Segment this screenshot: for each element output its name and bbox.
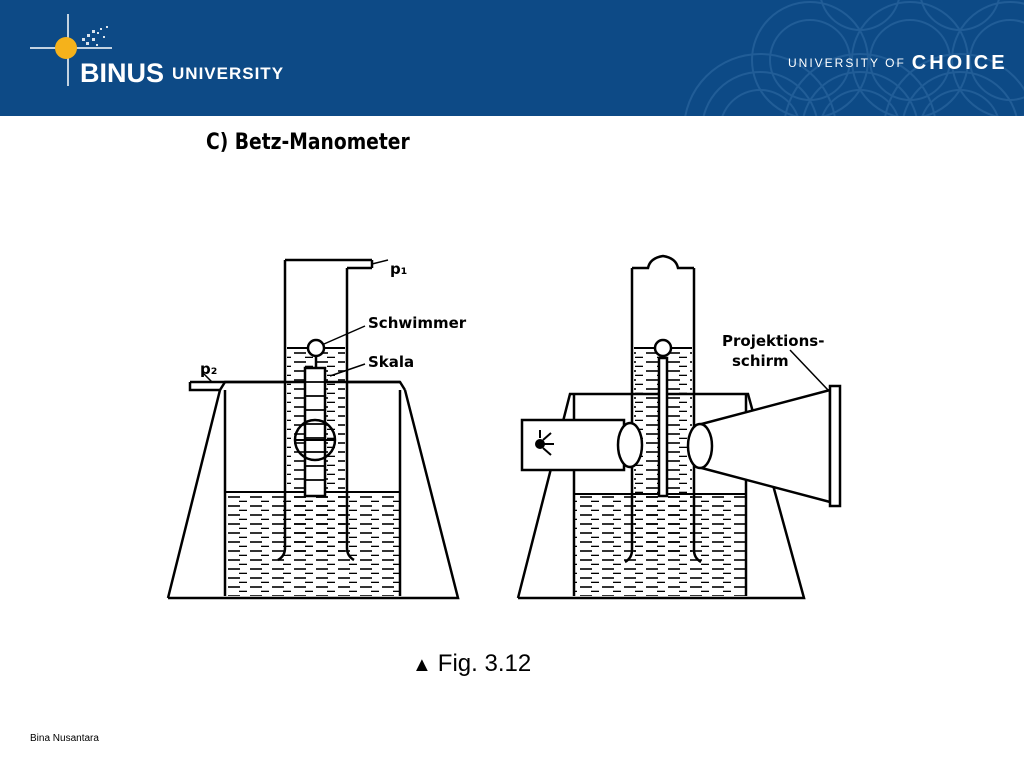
slide-title: C) Betz-Manometer [206, 130, 410, 155]
tagline: UNIVERSITY OF CHOICE [788, 52, 1008, 75]
header-banner: BINUS UNIVERSITY UNIVERSITY OF CHOICE [0, 0, 1024, 116]
label-projektion-line1: Projektions- [722, 332, 824, 350]
footer-text: Bina Nusantara [30, 733, 99, 744]
light-source-icon [535, 430, 554, 456]
header-decoration [30, 0, 1024, 116]
label-skala: Skala [368, 353, 414, 371]
binus-university-logo[interactable]: BINUS UNIVERSITY [80, 58, 284, 89]
logo-brand: BINUS [80, 58, 165, 88]
binus-globe-logo-icon [30, 14, 112, 86]
projection-screen [828, 384, 842, 508]
betz-manometer-diagram: p₁ p₂ Schwimmer Skala Projekt [166, 254, 842, 600]
condenser-lens [616, 421, 644, 469]
skala-scale [303, 366, 327, 498]
left-manometer [166, 258, 460, 600]
projection-lens [686, 422, 714, 470]
figure-caption-text: Fig. 3.12 [437, 650, 532, 677]
right-manometer [516, 254, 842, 600]
label-p1: p₁ [390, 260, 407, 278]
figure-caption: ▲Fig. 3.12 [412, 650, 531, 678]
logo-suffix: UNIVERSITY [172, 64, 285, 83]
label-schwimmer: Schwimmer [368, 314, 467, 332]
label-projektion-line2: schirm [732, 352, 789, 370]
schwimmer-float [306, 338, 326, 358]
tagline-emphasis: CHOICE [911, 52, 1008, 74]
triangle-marker-icon: ▲ [412, 654, 432, 676]
label-p2: p₂ [200, 360, 217, 378]
tagline-prefix: UNIVERSITY OF [788, 56, 906, 70]
